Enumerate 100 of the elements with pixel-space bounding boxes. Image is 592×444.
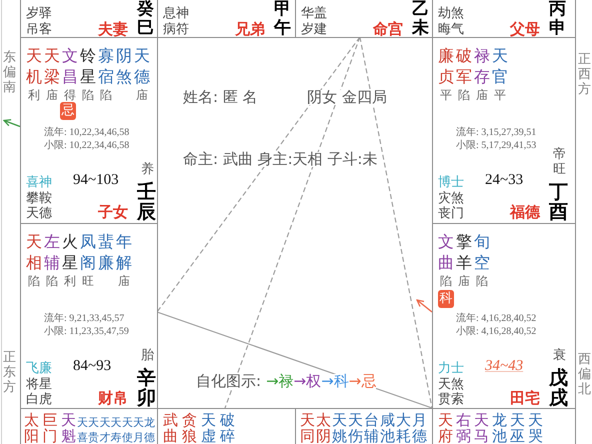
star-name: 天寿: [110, 415, 122, 444]
star-name: 凤阁: [80, 231, 96, 273]
chart-info-text: 阴女 金四局: [307, 90, 387, 105]
star-name: 火星: [62, 231, 78, 273]
palace-cell: [432, 37, 576, 224]
minor-star-name: 晦气: [438, 23, 464, 36]
legend-item: →权: [294, 374, 322, 389]
stem-branch: 戊戌: [549, 368, 568, 408]
palace-name: 田宅: [510, 391, 540, 406]
star-name: 月德: [412, 412, 427, 444]
minor-star-name: 华盖: [301, 7, 327, 20]
star-brightness: 陷: [439, 275, 453, 287]
palace-name: 子女: [98, 205, 128, 220]
minor-star-name: 灾煞: [438, 192, 464, 204]
star-name: 天贵: [88, 415, 100, 444]
minor-star-name: 白虎: [26, 393, 52, 406]
direction-label: 西偏北: [578, 352, 591, 397]
star-name: 天魁: [61, 412, 76, 444]
star-name: 天使: [122, 415, 133, 444]
stem-branch: 丙申: [549, 0, 566, 37]
star-brightness: 庙: [117, 275, 131, 287]
palace-cell: [20, 37, 158, 224]
arrow: [3, 119, 20, 128]
chart-info-text: 姓名: 匿 名: [183, 90, 258, 105]
legend-item: →忌: [348, 374, 376, 389]
star-name: 龙池: [492, 412, 507, 444]
star-brightness: 得: [63, 89, 77, 101]
star-name: 铃星: [80, 45, 96, 87]
star-name: 破军: [456, 45, 472, 87]
life-stage: 胎: [141, 348, 154, 363]
flow-year-list: 小限: 5,17,29,41,53: [456, 141, 536, 151]
star-name: 贪狼: [182, 412, 197, 444]
decade-range: 34~43: [485, 359, 524, 374]
star-name: 天同: [300, 412, 315, 444]
legend-item: →禄: [266, 374, 294, 389]
direction-label: 正西方: [578, 52, 591, 97]
star-name: 天相: [26, 231, 42, 273]
star-brightness: 陷: [457, 89, 471, 101]
palace-cell: [157, 408, 296, 444]
star-name: 天月: [133, 415, 144, 444]
palace-name: 夫妻: [98, 22, 128, 37]
star-name: 太阴: [316, 412, 331, 444]
minor-star-name: 岁驿: [26, 7, 52, 20]
palace-name: 兄弟: [235, 22, 265, 37]
star-brightness: 利: [27, 89, 41, 101]
star-name: 左辅: [44, 231, 60, 273]
palace-cell: [295, 0, 433, 38]
flow-year-list: 小限: 4,16,28,40,52: [456, 327, 536, 337]
flow-year-list: 流年: 9,21,33,45,57: [44, 314, 124, 324]
star-name: 天巫: [510, 412, 525, 444]
palace-cell: [432, 223, 576, 409]
star-brightness: 庙: [457, 275, 471, 287]
star-brightness: 陷: [475, 275, 489, 287]
star-name: 天哭: [528, 412, 543, 444]
direction-label: 东偏南: [3, 50, 16, 95]
star-name: 天德: [134, 45, 150, 87]
star-name: 年解: [116, 231, 132, 273]
palace-name: 命宫: [373, 22, 403, 37]
decade-range: 84~93: [73, 359, 112, 374]
minor-star-name: 飞廉: [26, 362, 52, 375]
palace-cell: [20, 408, 158, 444]
star-name: 廉贞: [438, 45, 454, 87]
star-name: 大耗: [396, 412, 411, 444]
minor-star-name: 博士: [438, 176, 464, 189]
star-name: 武曲: [163, 412, 178, 444]
star-name: 天梁: [44, 45, 60, 87]
stem-branch: 乙未: [412, 0, 429, 37]
arrow: [416, 299, 432, 313]
palace-name: 福德: [510, 205, 540, 220]
star-brightness: 庙: [475, 89, 489, 101]
legend-item: →科: [321, 374, 349, 389]
star-name: 天机: [26, 45, 42, 87]
stem-branch: 甲午: [274, 0, 291, 37]
star-name: 禄存: [474, 45, 490, 87]
star-brightness: 庙: [45, 89, 59, 101]
star-name: 文昌: [62, 45, 78, 87]
star-name: 文曲: [438, 231, 454, 273]
palace-name: 父母: [510, 22, 540, 37]
minor-star-name: 吊客: [26, 23, 52, 36]
dashed-line: [156, 36, 360, 312]
star-brightness: 利: [63, 275, 77, 287]
palace-cell: [20, 223, 158, 409]
star-name: 天伤: [348, 412, 363, 444]
star-brightness: 旺: [81, 275, 95, 287]
minor-star-name: 病符: [163, 23, 189, 36]
stem-branch: 癸巳: [137, 0, 154, 37]
flow-year-list: 小限: 10,22,34,46,58: [44, 141, 130, 151]
life-stage: 养: [141, 162, 154, 177]
star-brightness: 庙: [135, 89, 149, 101]
star-name: 右弼: [456, 412, 471, 444]
minor-star-name: 天煞: [438, 378, 464, 390]
star-brightness: 平: [493, 89, 507, 101]
star-name: 旬空: [474, 231, 490, 273]
transform-badge: 科: [438, 290, 454, 308]
stem-branch: 丁酉: [549, 182, 568, 222]
star-brightness: 陷: [45, 275, 59, 287]
star-name: 太阳: [24, 412, 39, 444]
stem-branch: 壬辰: [137, 182, 156, 222]
dashed-line: [224, 36, 360, 408]
star-name: 龙德: [144, 415, 156, 444]
